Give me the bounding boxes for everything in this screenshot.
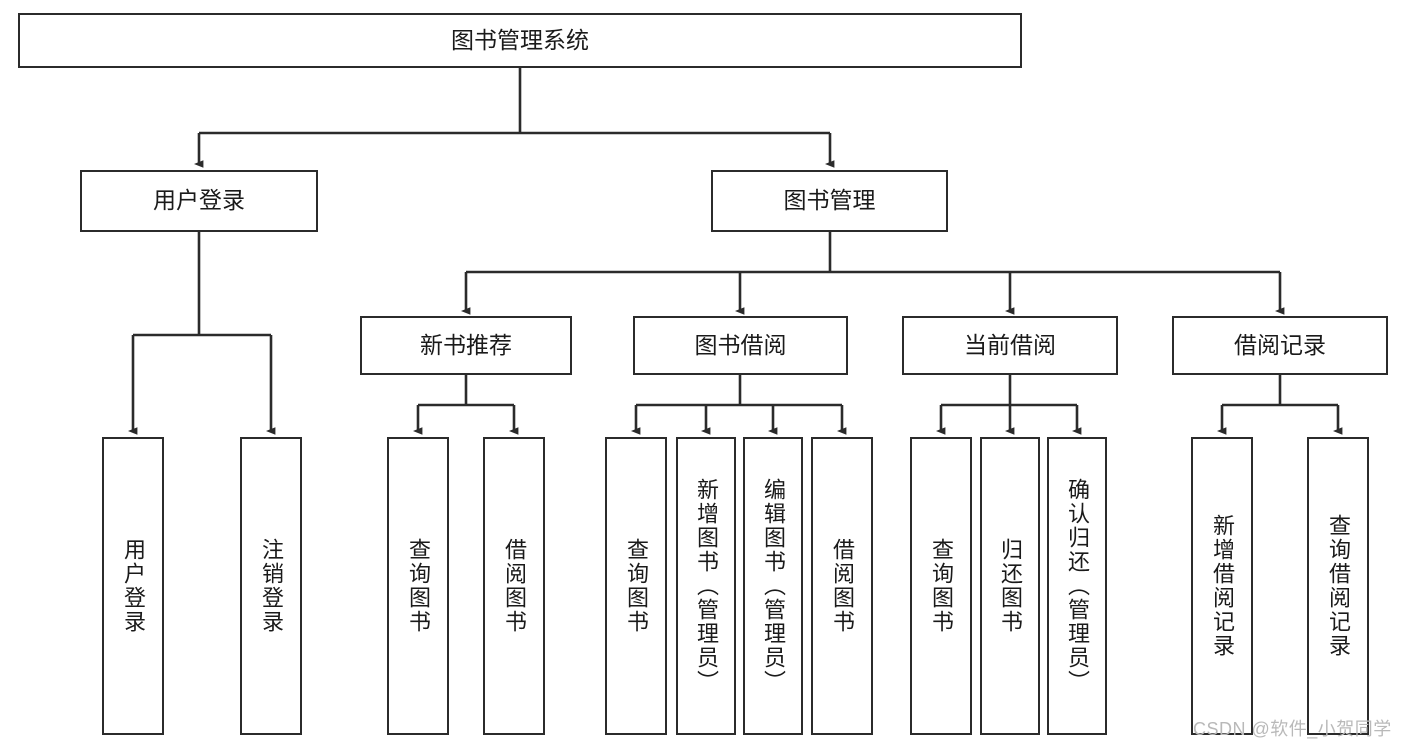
node-book-manage[interactable]: 图书管理 — [711, 170, 948, 232]
node-leaf-confirm-return-label: 确认归还（管理员） — [1065, 478, 1090, 694]
node-leaf-borrow-book-1[interactable]: 借阅图书 — [483, 437, 545, 735]
node-leaf-query-record[interactable]: 查询借阅记录 — [1307, 437, 1369, 735]
node-new-book-rec[interactable]: 新书推荐 — [360, 316, 572, 375]
node-user-login-label: 用户登录 — [153, 187, 245, 214]
node-leaf-query-book-2-label: 查询图书 — [624, 538, 649, 634]
node-leaf-query-book-2[interactable]: 查询图书 — [605, 437, 667, 735]
node-leaf-edit-book[interactable]: 编辑图书（管理员） — [743, 437, 803, 735]
node-current-borrow[interactable]: 当前借阅 — [902, 316, 1118, 375]
node-leaf-user-login[interactable]: 用户登录 — [102, 437, 164, 735]
node-borrow-record-label: 借阅记录 — [1234, 331, 1326, 358]
node-leaf-return-book-label: 归还图书 — [998, 538, 1023, 634]
node-user-login[interactable]: 用户登录 — [80, 170, 318, 232]
node-book-manage-label: 图书管理 — [783, 187, 876, 214]
csdn-watermark: CSDN @软件_小贺同学 — [1193, 719, 1392, 739]
node-leaf-edit-book-label: 编辑图书（管理员） — [761, 478, 786, 694]
node-leaf-add-book-label: 新增图书（管理员） — [694, 478, 719, 694]
node-leaf-borrow-book-2-label: 借阅图书 — [830, 538, 855, 634]
node-leaf-return-book[interactable]: 归还图书 — [980, 437, 1040, 735]
node-book-borrow-label: 图书借阅 — [694, 331, 787, 358]
node-leaf-confirm-return[interactable]: 确认归还（管理员） — [1047, 437, 1107, 735]
node-leaf-query-book-1-label: 查询图书 — [406, 538, 431, 634]
node-leaf-logout-label: 注销登录 — [259, 538, 284, 634]
node-leaf-query-book-3[interactable]: 查询图书 — [910, 437, 972, 735]
node-leaf-query-book-1[interactable]: 查询图书 — [387, 437, 449, 735]
node-leaf-borrow-book-1-label: 借阅图书 — [502, 538, 527, 634]
node-root-label: 图书管理系统 — [451, 26, 589, 53]
node-leaf-logout[interactable]: 注销登录 — [240, 437, 302, 735]
node-borrow-record[interactable]: 借阅记录 — [1172, 316, 1388, 375]
node-leaf-add-record[interactable]: 新增借阅记录 — [1191, 437, 1253, 735]
node-leaf-user-login-label: 用户登录 — [121, 538, 146, 634]
node-root[interactable]: 图书管理系统 — [18, 13, 1022, 68]
node-current-borrow-label: 当前借阅 — [964, 331, 1056, 358]
node-leaf-add-book[interactable]: 新增图书（管理员） — [676, 437, 736, 735]
node-leaf-query-record-label: 查询借阅记录 — [1326, 514, 1351, 658]
node-leaf-query-book-3-label: 查询图书 — [929, 538, 954, 634]
node-leaf-add-record-label: 新增借阅记录 — [1210, 514, 1235, 658]
node-book-borrow[interactable]: 图书借阅 — [633, 316, 848, 375]
node-leaf-borrow-book-2[interactable]: 借阅图书 — [811, 437, 873, 735]
node-new-book-rec-label: 新书推荐 — [420, 331, 512, 358]
